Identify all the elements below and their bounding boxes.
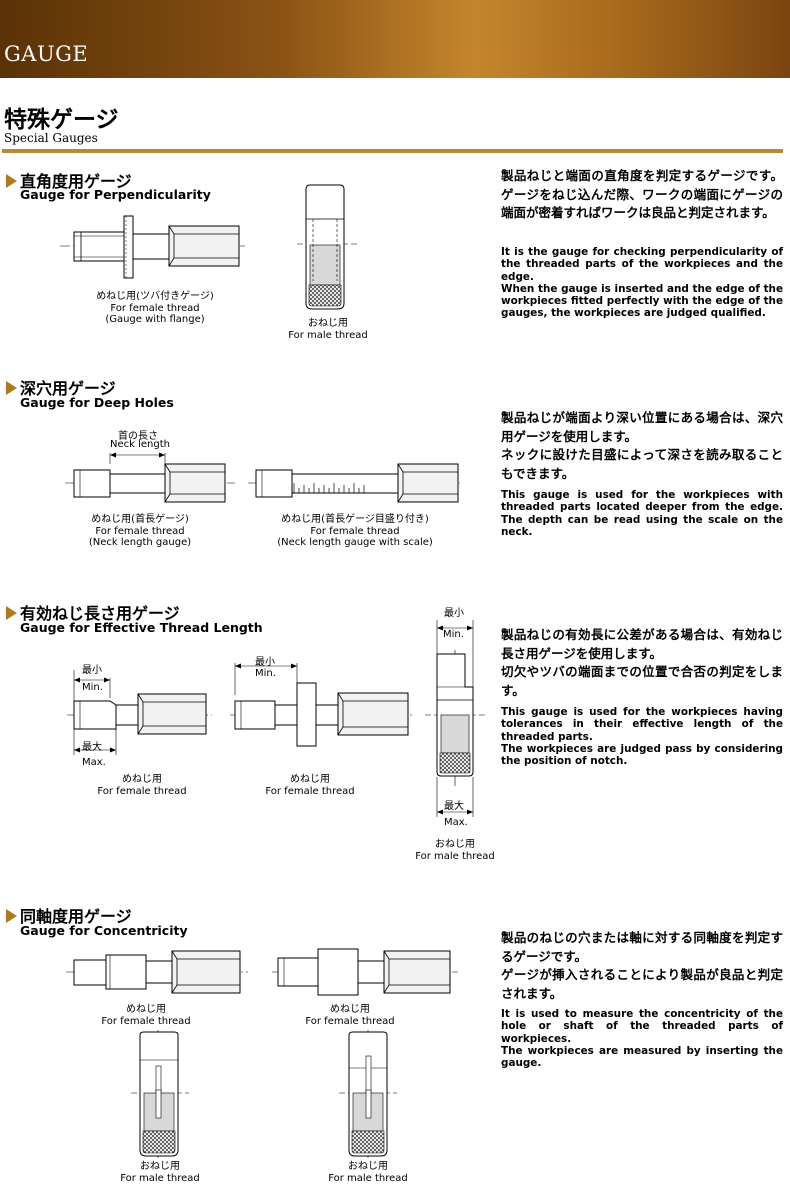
triangle-bullet-icon	[6, 174, 17, 188]
neck-length-label-en: Neck length	[110, 439, 170, 450]
caption-perp-male: おねじ用 For male thread	[288, 318, 368, 341]
caption-effective-male: おねじ用 For male thread	[415, 839, 495, 862]
section-subtitle-perpendicularity: Gauge for Perpendicularity	[20, 187, 211, 202]
min-label-jp-c: 最小	[444, 608, 464, 619]
effective-thread-female-gauge-b	[230, 663, 412, 747]
caption-deep-scale: めねじ用(首長ゲージ目盛り付き) For female thread (Neck…	[277, 514, 433, 548]
perpendicularity-male-gauge-diagram	[297, 184, 357, 310]
deep-hole-scale-gauge-diagram	[248, 463, 460, 503]
min-label-en-a: Min.	[82, 682, 103, 693]
caption-perp-female: めねじ用(ツバ付きゲージ) For female thread (Gauge w…	[96, 291, 214, 325]
concentricity-female-gauge-a	[66, 950, 248, 994]
caption-concentricity-male-a: おねじ用 For male thread	[120, 1161, 200, 1184]
caption-deep-neck: めねじ用(首長ゲージ) For female thread (Neck leng…	[88, 514, 192, 548]
caption-concentricity-male-b: おねじ用 For male thread	[328, 1161, 408, 1184]
caption-effective-female-a: めねじ用 For female thread	[97, 774, 187, 797]
description-jp-concentricity: 製品のねじの穴または軸に対する同軸度を判定するゲージです。 ゲージが挿入されるこ…	[501, 930, 783, 1001]
header-banner: GAUGE	[0, 0, 790, 78]
description-jp-perpendicularity: 製品ねじと端面の直角度を判定するゲージです。ゲージをねじ込んだ際、ワークの端面に…	[501, 168, 783, 220]
description-en-perpendicularity: It is the gauge for checking perpendicul…	[501, 246, 783, 320]
section-title-perpendicularity: 直角度用ゲージ	[6, 168, 132, 192]
description-jp-deep-holes: 製品ねじが端面より深い位置にある場合は、深穴用ゲージを使用します。 ネックに設け…	[501, 410, 783, 481]
description-en-deep-holes: This gauge is used for the workpieces wi…	[501, 489, 783, 538]
description-en-concentricity: It is used to measure the concentricity …	[501, 1008, 783, 1070]
deep-hole-neck-gauge-diagram	[65, 452, 235, 503]
max-label-en-c: Max.	[444, 817, 468, 828]
min-label-en-b: Min.	[255, 668, 276, 679]
page-title: 特殊ゲージ	[4, 107, 119, 133]
section-title-deep-holes: 深穴用ゲージ	[6, 375, 116, 399]
section-subtitle-effective-thread: Gauge for Effective Thread Length	[20, 620, 263, 635]
page-subtitle: Special Gauges	[4, 131, 98, 145]
effective-thread-male-gauge-c	[425, 620, 485, 817]
max-label-en-a: Max.	[82, 757, 106, 768]
triangle-bullet-icon	[6, 909, 17, 923]
section-subtitle-deep-holes: Gauge for Deep Holes	[20, 395, 174, 410]
concentricity-female-gauge-b	[272, 948, 458, 996]
caption-concentricity-female-b: めねじ用 For female thread	[305, 1004, 395, 1027]
concentricity-male-gauge-a	[131, 1030, 189, 1158]
description-jp-effective-thread: 製品ねじの有効長に公差がある場合は、有効ねじ長さ用ゲージを使用します。 切欠やツ…	[501, 627, 783, 698]
concentricity-male-gauge-b	[339, 1030, 397, 1158]
section-subtitle-concentricity: Gauge for Concentricity	[20, 923, 188, 938]
title-divider	[2, 149, 783, 153]
min-label-jp-a: 最小	[82, 665, 102, 676]
description-en-effective-thread: This gauge is used for the workpieces ha…	[501, 706, 783, 768]
min-label-en-c: Min.	[443, 629, 464, 640]
triangle-bullet-icon	[6, 606, 17, 620]
section-title-concentricity: 同軸度用ゲージ	[6, 903, 132, 927]
neck-length-label-jp: 首の長さ	[118, 431, 158, 442]
triangle-bullet-icon	[6, 381, 17, 395]
min-label-jp-b: 最小	[255, 657, 275, 668]
perpendicularity-female-gauge-diagram	[60, 215, 245, 279]
caption-concentricity-female-a: めねじ用 For female thread	[101, 1004, 191, 1027]
effective-thread-female-gauge-a	[67, 670, 212, 755]
header-title: GAUGE	[4, 42, 89, 66]
max-label-jp-a: 最大	[82, 742, 102, 753]
section-title-effective-thread: 有効ねじ長さ用ゲージ	[6, 600, 180, 624]
max-label-jp-c: 最大	[444, 801, 464, 812]
caption-effective-female-b: めねじ用 For female thread	[265, 774, 355, 797]
